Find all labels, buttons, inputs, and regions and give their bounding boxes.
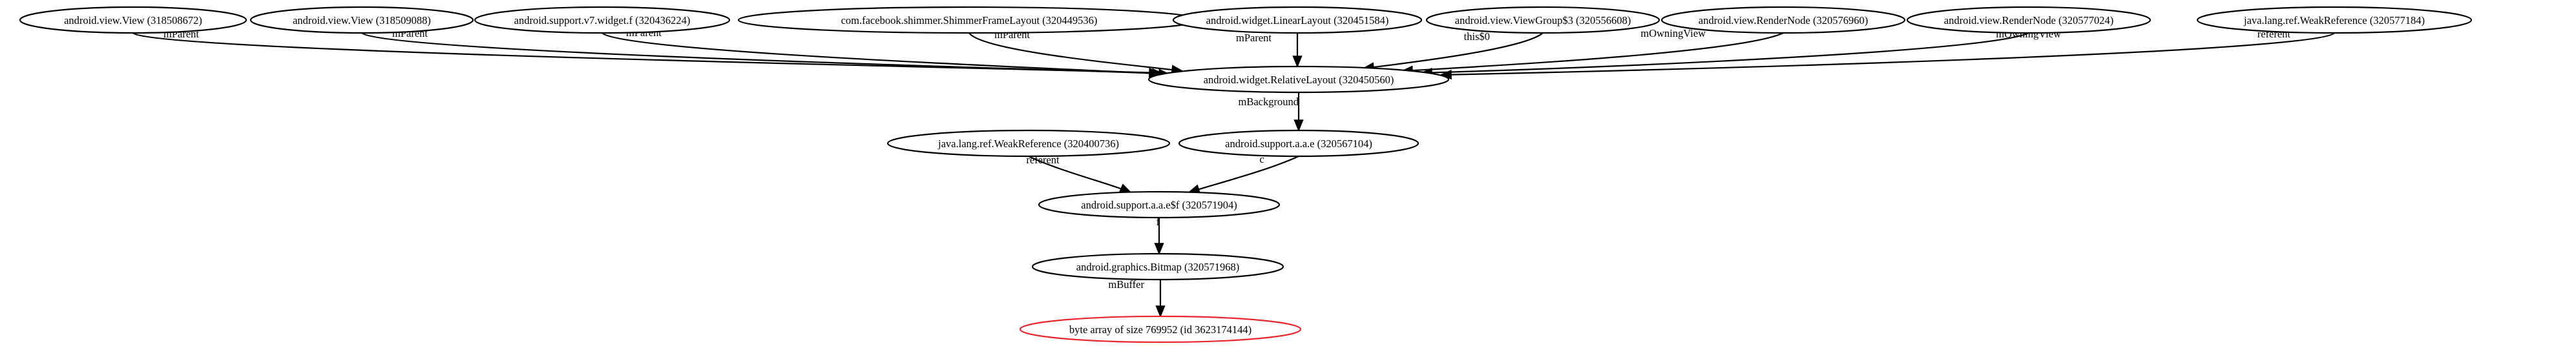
node-label: android.widget.RelativeLayout (320450560…: [1204, 74, 1394, 86]
node-ellipse: [474, 6, 731, 34]
edge-mowningview: mOwningView: [1420, 28, 2061, 78]
node-ellipse: [249, 6, 474, 34]
node-label: java.lang.ref.WeakReference (320577184): [2243, 14, 2425, 26]
edge-label: mOwningView: [1640, 27, 1706, 39]
node-java-lang-ref-weakreference-320577184: java.lang.ref.WeakReference (320577184): [2196, 6, 2473, 34]
edge-mparent: mParent: [602, 26, 1171, 79]
edge-line: [1401, 32, 1784, 72]
edge-c: c: [1188, 153, 1299, 194]
node-ellipse: [1425, 6, 1660, 34]
node-android-view-rendernode-320577024: android.view.RenderNode (320577024): [1906, 6, 2152, 34]
edge-label: mBackground: [1239, 96, 1299, 108]
node-label: android.graphics.Bitmap (320571968): [1076, 261, 1240, 273]
node-label: byte array of size 769952 (id 3623174144…: [1069, 323, 1251, 336]
edge-line: [969, 32, 1183, 72]
edge-label: c: [1259, 153, 1264, 165]
node-label: android.view.ViewGroup$3 (320556608): [1455, 14, 1631, 26]
node-java-lang-ref-weakreference-320400736: java.lang.ref.WeakReference (320400736): [886, 129, 1171, 158]
node-android-support-a-a-e-f-320571904: android.support.a.a.e$f (320571904): [1038, 190, 1281, 219]
arrowhead: [1293, 119, 1304, 132]
edge-label: mParent: [1236, 32, 1272, 44]
edge-mparent: mParent: [969, 28, 1184, 75]
nodes-layer: android.view.View (318508672) android.vie…: [19, 6, 2473, 343]
edge-line: [1363, 32, 1544, 70]
edge-line: [1440, 32, 2335, 76]
node-ellipse: [1147, 65, 1450, 94]
node-com-facebook-shimmer-shimmerframelayout-320449536: com.facebook.shimmer.ShimmerFrameLayout …: [737, 6, 1201, 34]
node-label: android.support.v7.widget.f (320436224): [514, 14, 691, 26]
node-label: android.view.View (318508672): [64, 14, 202, 26]
edge-line: [361, 32, 1164, 75]
edge-label: f: [1157, 216, 1160, 228]
arrowhead: [1155, 305, 1166, 318]
node-android-view-view-318508672: android.view.View (318508672): [19, 6, 247, 34]
arrowhead: [1154, 243, 1164, 255]
edge-mbuffer: mBuffer: [1108, 278, 1166, 318]
node-label: android.support.a.a.e (320567104): [1225, 138, 1372, 150]
edge-label: this$0: [1464, 30, 1490, 43]
node-ellipse: [2196, 6, 2473, 34]
node-android-widget-linearlayout-320451584: android.widget.LinearLayout (320451584): [1172, 6, 1423, 34]
node-android-support-a-a-e-320567104: android.support.a.a.e (320567104): [1178, 129, 1419, 158]
edge-mparent: mParent: [1236, 32, 1303, 68]
edge-referent: referent: [1026, 154, 1132, 194]
node-android-view-rendernode-320576960: android.view.RenderNode (320576960): [1660, 6, 1906, 34]
node-android-graphics-bitmap-320571968: android.graphics.Bitmap (320571968): [1031, 252, 1284, 281]
node-label: android.widget.LinearLayout (320451584): [1206, 14, 1389, 26]
node-label: android.view.RenderNode (320576960): [1699, 14, 1868, 26]
node-ellipse: [1178, 129, 1419, 158]
node-ellipse: [1660, 6, 1906, 34]
edge-line: [1421, 32, 2029, 74]
node-android-widget-relativelayout-320450560: android.widget.RelativeLayout (320450560…: [1147, 65, 1450, 94]
arrowhead: [1118, 183, 1132, 193]
node-label: android.view.View (318509088): [293, 14, 431, 26]
node-ellipse: [19, 6, 247, 34]
node-ellipse: [886, 129, 1171, 158]
edge-label: mBuffer: [1108, 278, 1144, 291]
node-ellipse: [1019, 315, 1302, 343]
edge-line: [1188, 156, 1299, 194]
node-android-support-v7-widget-f-320436224: android.support.v7.widget.f (320436224): [474, 6, 731, 34]
node-android-view-viewgroup-3-320556608: android.view.ViewGroup$3 (320556608): [1425, 6, 1660, 34]
node-label: com.facebook.shimmer.ShimmerFrameLayout …: [841, 14, 1098, 26]
node-label: android.view.RenderNode (320577024): [1944, 14, 2113, 26]
node-android-view-view-318509088: android.view.View (318509088): [249, 6, 474, 34]
node-byte-array-of-size-769952-id-3623174144: byte array of size 769952 (id 3623174144…: [1019, 315, 1302, 343]
arrowhead: [1292, 56, 1303, 68]
edge-mbackground: mBackground: [1239, 92, 1304, 132]
node-ellipse: [1031, 252, 1284, 281]
node-ellipse: [1038, 190, 1281, 219]
node-ellipse: [1172, 6, 1423, 34]
edge-f: f: [1154, 216, 1164, 255]
edge-referent: referent: [1440, 28, 2335, 80]
node-label: java.lang.ref.WeakReference (320400736): [937, 138, 1119, 150]
node-ellipse: [1906, 6, 2152, 34]
edge-line: [602, 32, 1170, 76]
node-label: android.support.a.a.e$f (320571904): [1081, 199, 1237, 211]
edge-this-0: this$0: [1362, 30, 1544, 72]
